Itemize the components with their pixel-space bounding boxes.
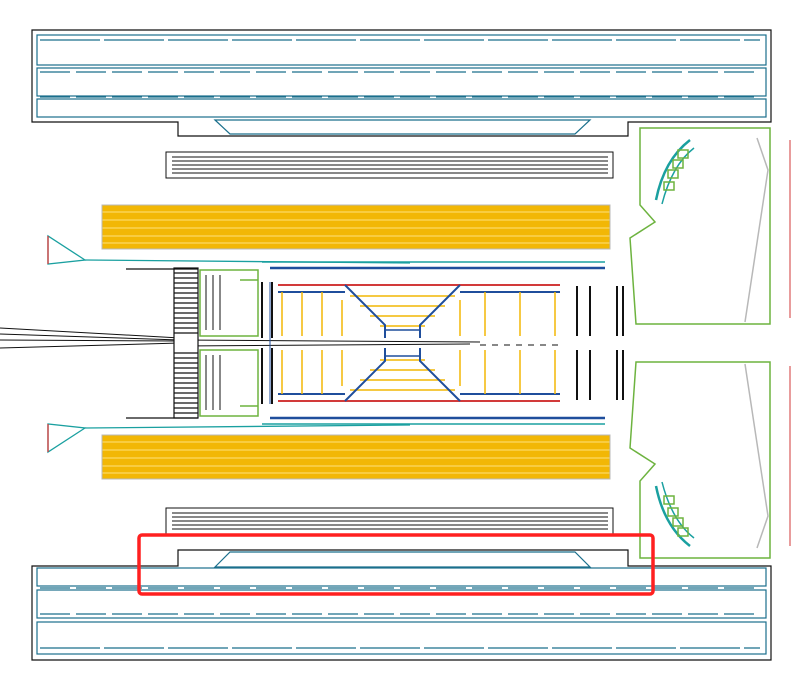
left-green-boxes [199, 269, 259, 417]
right-endcap [629, 127, 791, 559]
top-outer-barrel [31, 29, 772, 137]
bottom-solenoid [165, 507, 614, 535]
top-yellow-band [101, 204, 611, 250]
highlight-box [137, 533, 655, 596]
left-endcap-stack [126, 267, 199, 419]
top-solenoid [165, 151, 614, 179]
left-forward-horns [47, 234, 411, 454]
bottom-outer-barrel [31, 549, 772, 661]
beam-line [0, 327, 560, 349]
inner-tracker [261, 261, 624, 425]
bottom-yellow-band [101, 434, 611, 480]
